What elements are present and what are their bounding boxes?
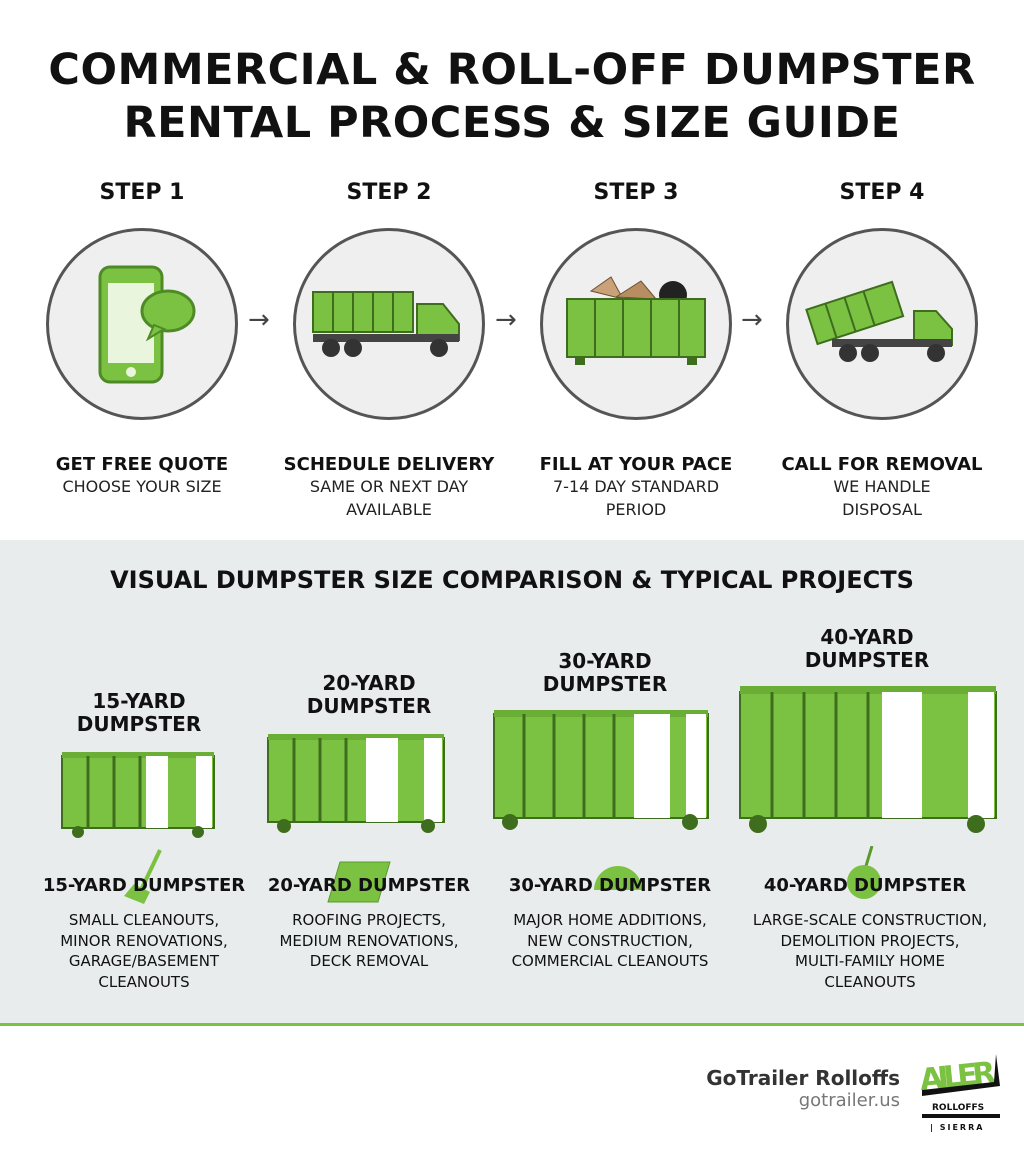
arrow-icon: →	[248, 305, 270, 335]
desc-line: ROOFING PROJECTS,	[292, 911, 446, 929]
desc-line: LARGE-SCALE CONSTRUCTION,	[752, 911, 988, 929]
size-heading: DUMPSTER	[306, 694, 432, 718]
dumpster-30-icon	[493, 710, 709, 830]
size-40-header: 40-YARD DUMPSTER	[742, 626, 992, 672]
desc-line: GARAGE/BASEMENT	[68, 952, 220, 970]
step-title: CALL FOR REMOVAL	[781, 454, 983, 475]
step-label: STEP 4	[839, 180, 925, 205]
arrow-icon: →	[495, 305, 517, 335]
phone-chat-icon	[98, 265, 196, 384]
step-4: STEP 4 CALL FOR REMOVAL WE HANDLE DISPOS…	[762, 180, 1002, 521]
step-title: GET FREE QUOTE	[55, 454, 229, 475]
dumpster-15-icon	[61, 752, 215, 838]
step-label: STEP 2	[346, 180, 432, 205]
hard-hat-icon	[594, 866, 642, 890]
desc-line: MAJOR HOME ADDITIONS,	[513, 911, 707, 929]
step-subtitle: 7-14 DAY STANDARD	[552, 477, 720, 496]
roof-tiles-icon	[327, 861, 391, 903]
size-heading: DUMPSTER	[804, 648, 930, 672]
gotrailer-logo: AILER ROLLOFFS | SIERRA	[920, 1054, 1000, 1132]
size-description: ROOFING PROJECTS, MEDIUM RENOVATIONS, DECK…	[244, 910, 494, 972]
step-subtitle: WE HANDLE	[833, 477, 931, 496]
size-label: 20-YARD DUMPSTER	[267, 875, 471, 896]
size-15-header: 15-YARD DUMPSTER	[14, 690, 264, 736]
desc-line: COMMERCIAL CLEANOUTS	[511, 952, 709, 970]
desc-line: NEW CONSTRUCTION,	[527, 931, 693, 950]
size-label: 30-YARD DUMPSTER	[508, 875, 712, 896]
step-label: STEP 1	[99, 180, 185, 205]
step-subtitle: PERIOD	[605, 500, 667, 519]
arrow-icon: →	[741, 305, 763, 335]
step-circle	[293, 228, 485, 420]
svg-text:| SIERRA: | SIERRA	[930, 1123, 984, 1132]
size-heading: 30-YARD	[558, 649, 652, 673]
desc-line: SMALL CLEANOUTS,	[68, 911, 220, 929]
page-title: COMMERCIAL & ROLL-OFF DUMPSTER RENTAL PR…	[0, 44, 1024, 150]
desc-line: DEMOLITION PROJECTS,	[780, 931, 960, 950]
size-heading: 20-YARD	[322, 671, 416, 695]
desc-line: MEDIUM RENOVATIONS,	[279, 931, 459, 950]
brand-block: GoTrailer Rolloffs gotrailer.us	[706, 1066, 900, 1111]
desc-line: CLEANOUTS	[824, 972, 916, 991]
size-20-header: 20-YARD DUMPSTER	[244, 672, 494, 718]
broom-icon	[124, 849, 162, 904]
step-2: STEP 2 SCHEDULE DELIVERY SAME OR NEXT DA…	[269, 180, 509, 521]
full-dumpster-icon	[566, 276, 706, 365]
size-label: 15-YARD DUMPSTER	[42, 875, 246, 896]
desc-line: DECK REMOVAL	[309, 952, 429, 970]
step-subtitle: SAME OR NEXT DAY	[309, 477, 469, 496]
step-circle	[46, 228, 238, 420]
dumpster-40-icon	[739, 686, 997, 833]
size-description: LARGE-SCALE CONSTRUCTION, DEMOLITION PROJ…	[740, 910, 1000, 992]
title-line-2: RENTAL PROCESS & SIZE GUIDE	[123, 98, 901, 148]
brand-url[interactable]: gotrailer.us	[798, 1090, 900, 1111]
step-circle	[786, 228, 978, 420]
step-label: STEP 3	[593, 180, 679, 205]
section-title: VISUAL DUMPSTER SIZE COMPARISON & TYPICA…	[110, 566, 914, 594]
size-heading: DUMPSTER	[542, 672, 668, 696]
step-subtitle: AVAILABLE	[346, 500, 432, 519]
divider	[0, 1023, 1024, 1026]
brand-name: GoTrailer Rolloffs	[706, 1066, 900, 1090]
wrecking-ball-icon	[847, 846, 881, 899]
size-description: MAJOR HOME ADDITIONS, NEW CONSTRUCTION, CO…	[485, 910, 735, 972]
step-subtitle: CHOOSE YOUR SIZE	[62, 477, 222, 496]
desc-line: CLEANOUTS	[98, 972, 190, 991]
size-label: 40-YARD DUMPSTER	[763, 875, 967, 896]
step-3: STEP 3 FILL AT YOUR PACE 7-14 DAY STANDA…	[516, 180, 756, 521]
step-subtitle: DISPOSAL	[842, 500, 922, 519]
step-title: FILL AT YOUR PACE	[539, 454, 733, 475]
svg-text:ROLLOFFS: ROLLOFFS	[932, 1103, 984, 1113]
tipping-truck-icon	[805, 280, 953, 362]
step-title: SCHEDULE DELIVERY	[283, 454, 495, 475]
dumpster-20-icon	[267, 734, 445, 833]
size-heading: 40-YARD	[820, 625, 914, 649]
step-circle	[540, 228, 732, 420]
desc-line: MULTI-FAMILY HOME	[795, 952, 945, 970]
truck-icon	[312, 291, 460, 357]
title-line-1: COMMERCIAL & ROLL-OFF DUMPSTER	[48, 45, 976, 95]
size-description: SMALL CLEANOUTS, MINOR RENOVATIONS, GARAGE…	[19, 910, 269, 992]
size-heading: DUMPSTER	[76, 712, 202, 736]
desc-line: MINOR RENOVATIONS,	[60, 931, 228, 950]
step-1: STEP 1 GET FREE QUOTE CHOOSE YOUR SIZE	[22, 180, 262, 498]
size-30-header: 30-YARD DUMPSTER	[480, 650, 730, 696]
size-heading: 15-YARD	[92, 689, 186, 713]
